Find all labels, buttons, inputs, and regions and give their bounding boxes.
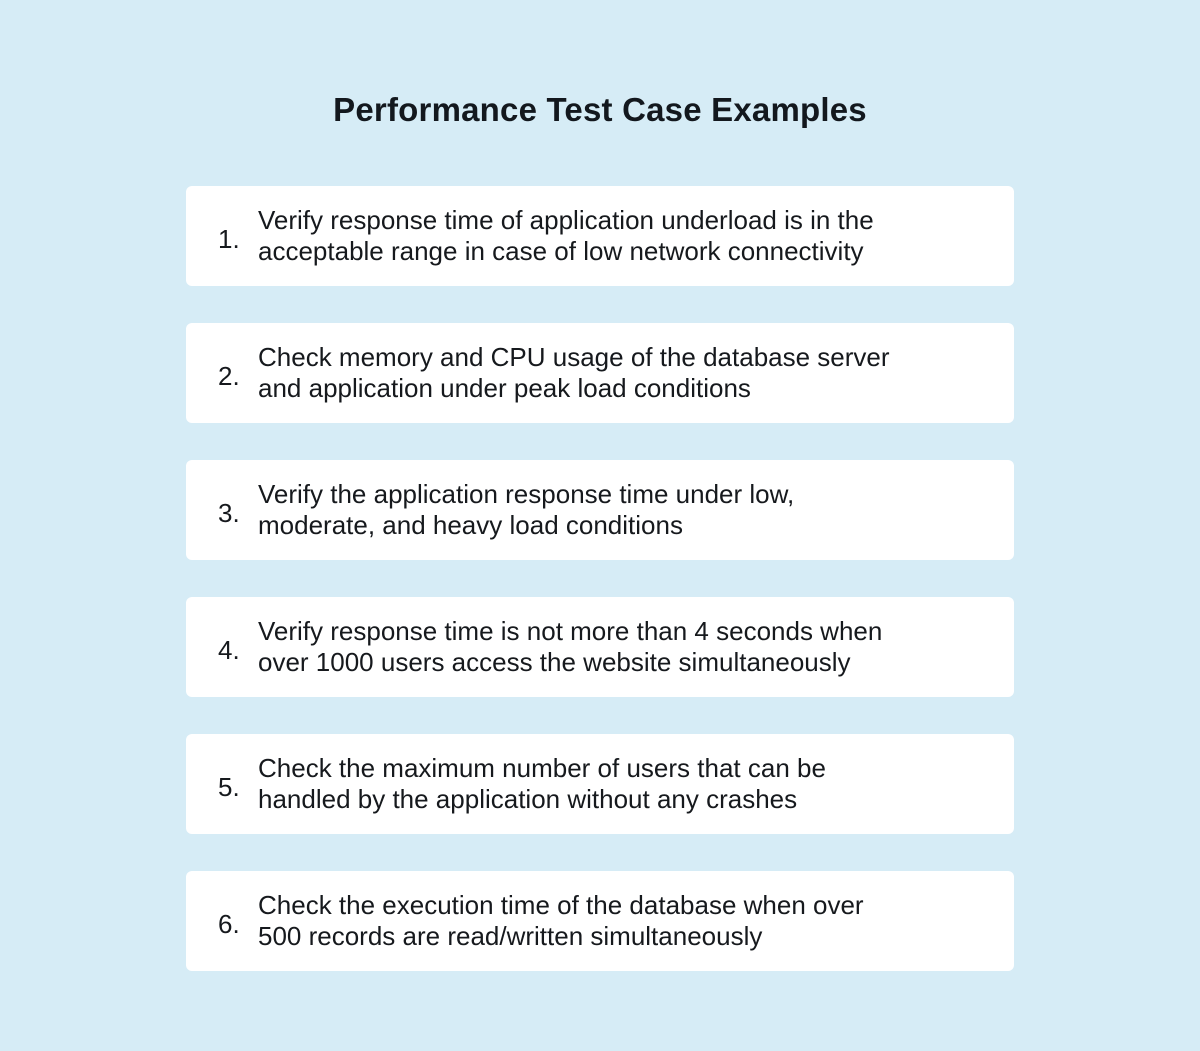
item-text: Check the execution time of the database… (258, 890, 864, 952)
list-item: 2. Check memory and CPU usage of the dat… (186, 323, 1014, 424)
item-text: Check memory and CPU usage of the databa… (258, 342, 890, 404)
item-text: Verify the application response time und… (258, 479, 794, 541)
list-item: 1. Verify response time of application u… (186, 186, 1014, 287)
item-text-line: over 1000 users access the website simul… (258, 647, 851, 678)
test-case-list: 1. Verify response time of application u… (186, 186, 1014, 972)
item-text-line: Check the execution time of the database… (258, 890, 864, 921)
item-text-line: Check the maximum number of users that c… (258, 753, 826, 784)
item-text-line: 500 records are read/written simultaneou… (258, 921, 763, 952)
page-title: Performance Test Case Examples (333, 91, 867, 128)
item-text-line: Verify response time of application unde… (258, 205, 874, 236)
item-number: 3. (218, 497, 240, 528)
item-text: Check the maximum number of users that c… (258, 753, 826, 815)
item-number: 5. (218, 771, 240, 802)
item-number: 1. (218, 223, 240, 254)
item-text-line: Check memory and CPU usage of the databa… (258, 342, 890, 373)
item-text-line: acceptable range in case of low network … (258, 236, 864, 267)
item-number: 2. (218, 360, 240, 391)
item-text-line: Verify the application response time und… (258, 479, 795, 510)
item-text: Verify response time is not more than 4 … (258, 616, 882, 678)
item-number: 6. (218, 908, 240, 939)
item-text-line: moderate, and heavy load conditions (258, 510, 683, 541)
item-text-line: Verify response time is not more than 4 … (258, 616, 883, 647)
item-text: Verify response time of application unde… (258, 205, 874, 267)
list-item: 3. Verify the application response time … (186, 460, 1014, 561)
item-number: 4. (218, 634, 240, 665)
item-text-line: and application under peak load conditio… (258, 373, 751, 404)
item-text-line: handled by the application without any c… (258, 784, 798, 815)
list-item: 4. Verify response time is not more than… (186, 597, 1014, 698)
list-item: 6. Check the execution time of the datab… (186, 871, 1014, 972)
list-item: 5. Check the maximum number of users tha… (186, 734, 1014, 835)
